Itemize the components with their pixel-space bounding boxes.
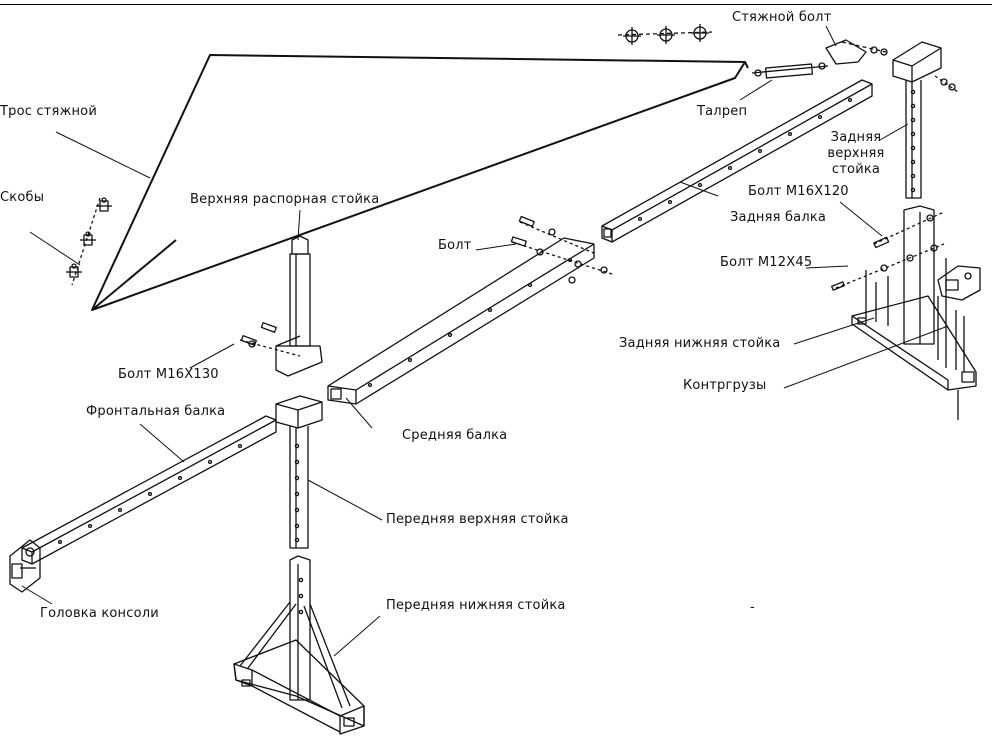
bolt-m16x130-label: Болт M16X130	[118, 367, 219, 382]
stray-mark: -	[750, 600, 755, 615]
upper-spacer-post-label: Верхняя распорная стойка	[190, 192, 380, 207]
turnbuckle-label: Талреп	[697, 104, 748, 119]
counterweights-label: Контргрузы	[683, 378, 767, 393]
bolt-m16x120-label: Болт M16X120	[748, 184, 849, 199]
middle-beam-label: Средняя балка	[402, 428, 508, 443]
rear-upper-post-label-line2: верхняя	[827, 146, 885, 161]
tension-bolt	[825, 39, 888, 65]
front-upper-post	[275, 395, 323, 549]
tie-rope	[91, 54, 749, 311]
rear-upper-post	[892, 41, 959, 199]
front-upper-post-label: Передняя верхняя стойка	[386, 512, 569, 527]
top-border-line	[0, 4, 992, 5]
front-beam-label: Фронтальная балка	[86, 404, 226, 419]
top-bracket-set	[617, 24, 713, 45]
rear-upper-post-label-line3: стойка	[831, 162, 881, 177]
rear-beam-label: Задняя балка	[730, 210, 827, 225]
bolt-label: Болт	[438, 238, 472, 253]
rear-lower-post	[831, 205, 981, 420]
joint-bolts	[510, 215, 613, 284]
console-head	[9, 539, 41, 593]
front-lower-post-label: Передняя нижняя стойка	[386, 598, 566, 613]
tie-rope-label: Трос стяжной	[0, 104, 97, 119]
brackets	[66, 197, 112, 286]
leader-lines	[21, 25, 949, 657]
middle-beam	[327, 237, 595, 405]
upper-spacer-post	[239, 235, 323, 377]
tension-bolt-label: Стяжной болт	[732, 10, 832, 25]
rear-beam	[601, 79, 873, 243]
front-lower-post	[233, 555, 365, 735]
turnbuckle	[751, 62, 829, 79]
front-beam	[21, 415, 277, 565]
bolt-m12x45-label: Болт M12X45	[720, 255, 813, 270]
console-head-label: Головка консоли	[40, 606, 159, 621]
rear-upper-post-label: Задняя верхняя стойка	[820, 130, 892, 178]
rear-lower-post-label: Задняя нижняя стойка	[619, 336, 781, 351]
brackets-label: Скобы	[0, 190, 45, 205]
rear-upper-post-label-line1: Задняя	[830, 130, 882, 145]
